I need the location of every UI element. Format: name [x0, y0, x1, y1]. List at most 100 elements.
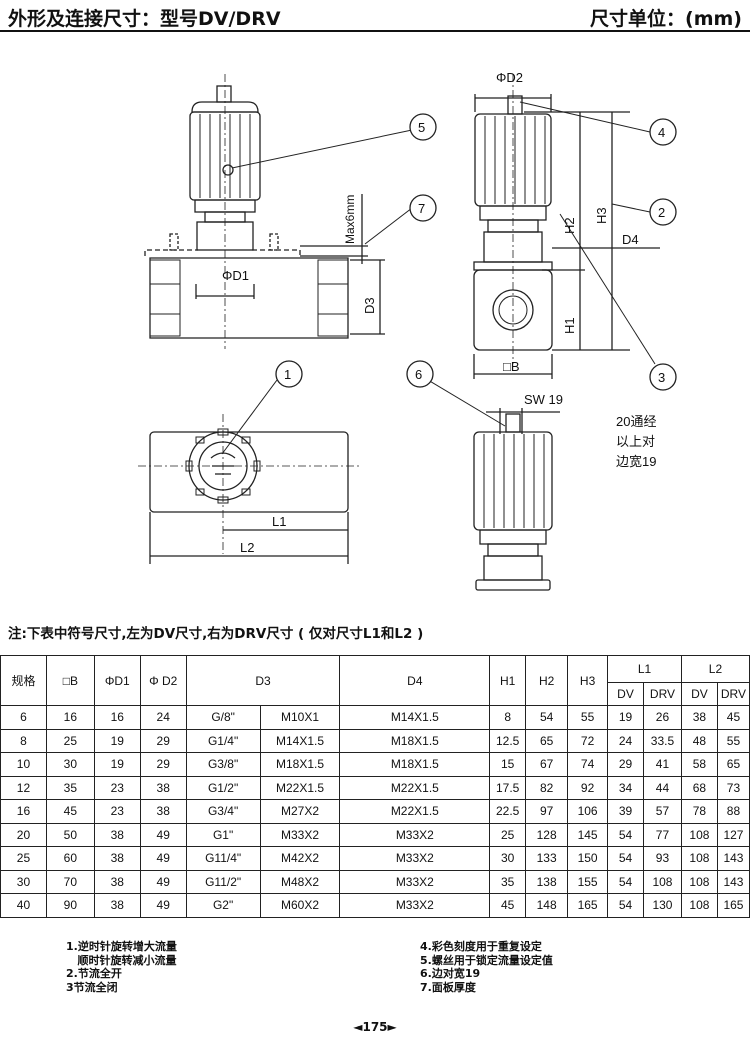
table-cell: 39 [607, 799, 644, 824]
table-cell: 22.5 [489, 799, 527, 824]
table-cell: G/8" [185, 705, 261, 730]
table-cell: 25 [489, 822, 527, 847]
table-cell: M33X2 [339, 822, 491, 847]
table-cell: 108 [680, 869, 718, 894]
callout-7-circle [409, 194, 437, 222]
th-spec: 规格 [0, 655, 47, 706]
table-cell: 38 [93, 893, 141, 918]
dim-sw19: SW 19 [524, 392, 563, 407]
table-cell: 143 [716, 846, 750, 871]
table-cell: 108 [680, 822, 718, 847]
table-cell: 165 [567, 893, 609, 918]
table-cell: G1/4" [185, 728, 261, 753]
table-cell: 54 [607, 893, 644, 918]
table-cell: 29 [139, 752, 187, 777]
table-cell: 55 [716, 728, 750, 753]
table-cell: 106 [567, 799, 609, 824]
table-cell: 108 [680, 893, 718, 918]
th-l2: L2 [680, 655, 750, 683]
table-cell: M48X2 [259, 869, 341, 894]
legend-item: 5.螺丝用于锁定流量设定值 [420, 953, 553, 967]
table-cell: 49 [139, 893, 187, 918]
page-number: ◄175► [353, 1020, 397, 1034]
legend-item: 7.面板厚度 [420, 980, 476, 994]
table-cell: 38 [93, 846, 141, 871]
dim-d1: ΦD1 [222, 268, 249, 283]
dim-h2: H2 [562, 217, 577, 234]
header-rule [0, 30, 750, 32]
table-cell: 45 [45, 799, 95, 824]
table-cell: 30 [0, 869, 47, 894]
table-cell: 12 [0, 775, 47, 800]
table-cell: 26 [642, 705, 682, 730]
table-cell: 54 [607, 869, 644, 894]
legend-item: 顺时针旋转减小流量 [66, 953, 177, 967]
table-cell: 24 [139, 705, 187, 730]
table-cell: G2" [185, 893, 261, 918]
table-cell: G1/2" [185, 775, 261, 800]
table-cell: 77 [642, 822, 682, 847]
dim-l2: L2 [240, 540, 254, 555]
th-d4: D4 [339, 655, 491, 706]
dim-b: □B [503, 359, 520, 374]
table-cell: 54 [525, 705, 569, 730]
legend-right: 4.彩色刻度用于重复设定 5.螺丝用于锁定流量设定值 6.边对宽19 7.面板厚… [420, 940, 553, 994]
table-cell: 30 [45, 752, 95, 777]
table-cell: 15 [489, 752, 527, 777]
table-cell: 108 [680, 846, 718, 871]
callout-6: 6 [415, 367, 422, 382]
table-cell: 44 [642, 775, 682, 800]
dim-h3: H3 [594, 207, 609, 224]
legend-item: 4.彩色刻度用于重复设定 [420, 940, 542, 953]
table-cell: 138 [525, 869, 569, 894]
front-view [144, 74, 385, 349]
table-cell: 128 [525, 822, 569, 847]
table-cell: 33.5 [642, 728, 682, 753]
table-cell: 35 [489, 869, 527, 894]
table-cell: 49 [139, 869, 187, 894]
table-cell: M18X1.5 [259, 752, 341, 777]
table-cell: 78 [680, 799, 718, 824]
table-cell: 97 [525, 799, 569, 824]
callout-5-circle [409, 113, 437, 141]
table-cell: M22X1.5 [259, 775, 341, 800]
table-cell: G11/2" [185, 869, 261, 894]
lower-side-view [473, 408, 560, 591]
table-cell: 10 [0, 752, 47, 777]
dim-d2: ΦD2 [496, 70, 523, 85]
table-cell: 38 [680, 705, 718, 730]
table-cell: 38 [93, 869, 141, 894]
table-cell: 19 [607, 705, 644, 730]
table-cell: 82 [525, 775, 569, 800]
table-cell: 16 [45, 705, 95, 730]
table-cell: 25 [45, 728, 95, 753]
table-cell: 73 [716, 775, 750, 800]
table-cell: 93 [642, 846, 682, 871]
table-cell: 155 [567, 869, 609, 894]
table-cell: 65 [525, 728, 569, 753]
table-cell: 92 [567, 775, 609, 800]
callout-7: 7 [418, 201, 425, 216]
legend-item: 2.节流全开 [66, 967, 122, 980]
dim-max6: Max6mm [343, 195, 357, 244]
table-cell: M60X2 [259, 893, 341, 918]
table-cell: 8 [489, 705, 527, 730]
table-cell: 88 [716, 799, 750, 824]
table-cell: M33X2 [339, 893, 491, 918]
table-cell: 54 [607, 846, 644, 871]
table-cell: 40 [0, 893, 47, 918]
legend-item: 3节流全闭 [66, 980, 118, 994]
table-cell: 19 [93, 728, 141, 753]
table-cell: 108 [642, 869, 682, 894]
table-cell: 23 [93, 775, 141, 800]
page-title: 外形及连接尺寸：型号DV/DRV [8, 8, 281, 30]
table-cell: G3/4" [185, 799, 261, 824]
technical-drawing: ΦD1 D3 Max6mm ΦD2 □B D [138, 70, 677, 591]
table-cell: 34 [607, 775, 644, 800]
